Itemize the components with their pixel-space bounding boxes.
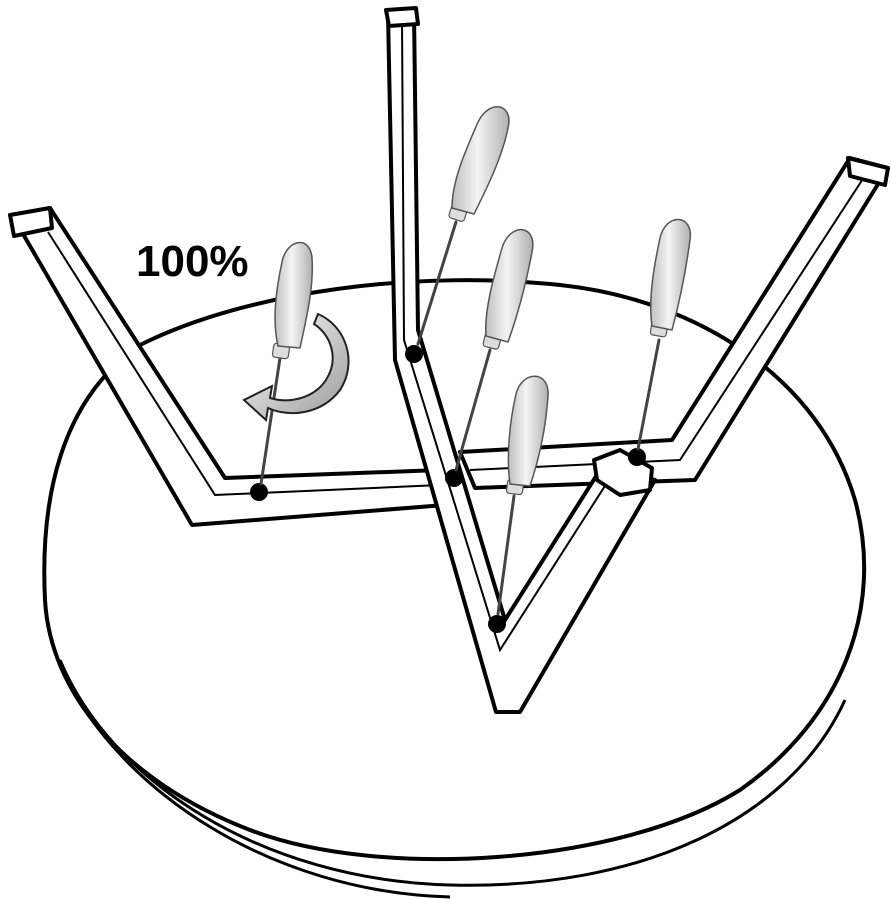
screw-point-icon [250,483,268,501]
screw-point-icon [405,345,423,363]
torque-label: 100% [136,237,249,286]
screw-point-icon [445,469,463,487]
screw-point-icon [628,448,646,466]
screw-point-icon [488,615,506,633]
